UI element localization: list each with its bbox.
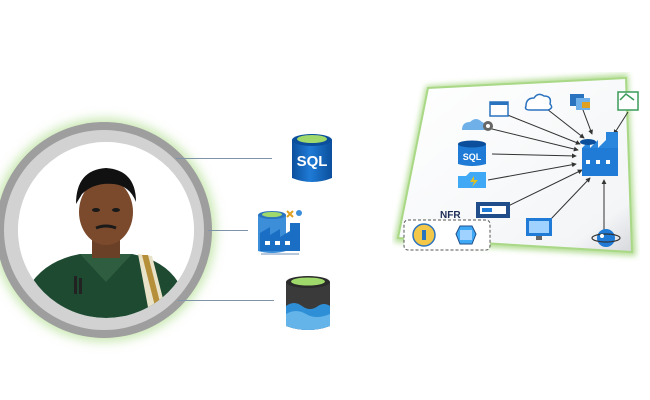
azure-data-factory-icon <box>255 205 305 257</box>
cloud-services-icon <box>462 119 493 131</box>
service-bus-icon <box>476 202 510 218</box>
monitor-vm-icon <box>526 218 552 240</box>
connector-line-sql <box>176 158 272 159</box>
function-app-icon <box>458 172 486 188</box>
nfr-group: NFR <box>403 210 491 251</box>
data-factory-hub-icon <box>580 132 618 176</box>
azure-data-lake-storage-icon <box>282 272 334 334</box>
nfr-label: NFR <box>440 210 461 221</box>
key-vault-icon <box>412 223 436 247</box>
cloud-icon <box>524 93 553 111</box>
sql-label: SQL <box>297 153 328 170</box>
storage-explorer-icon <box>617 91 639 111</box>
diagram-sql-label: SQL <box>463 152 482 162</box>
virtual-machines-icon <box>570 94 590 110</box>
azure-sql-database-icon: SQL <box>288 130 336 186</box>
web-page-icon <box>489 101 509 117</box>
container-registry-icon <box>455 225 477 245</box>
profile-photo <box>18 142 194 318</box>
sql-database-small-icon: SQL <box>458 140 486 166</box>
connector-line-data-lake <box>178 300 274 301</box>
cosmos-db-icon <box>591 229 621 247</box>
person-avatar-icon <box>18 142 194 318</box>
connector-line-data-factory <box>208 230 248 231</box>
architecture-diagram-panel: SQL <box>392 72 640 272</box>
